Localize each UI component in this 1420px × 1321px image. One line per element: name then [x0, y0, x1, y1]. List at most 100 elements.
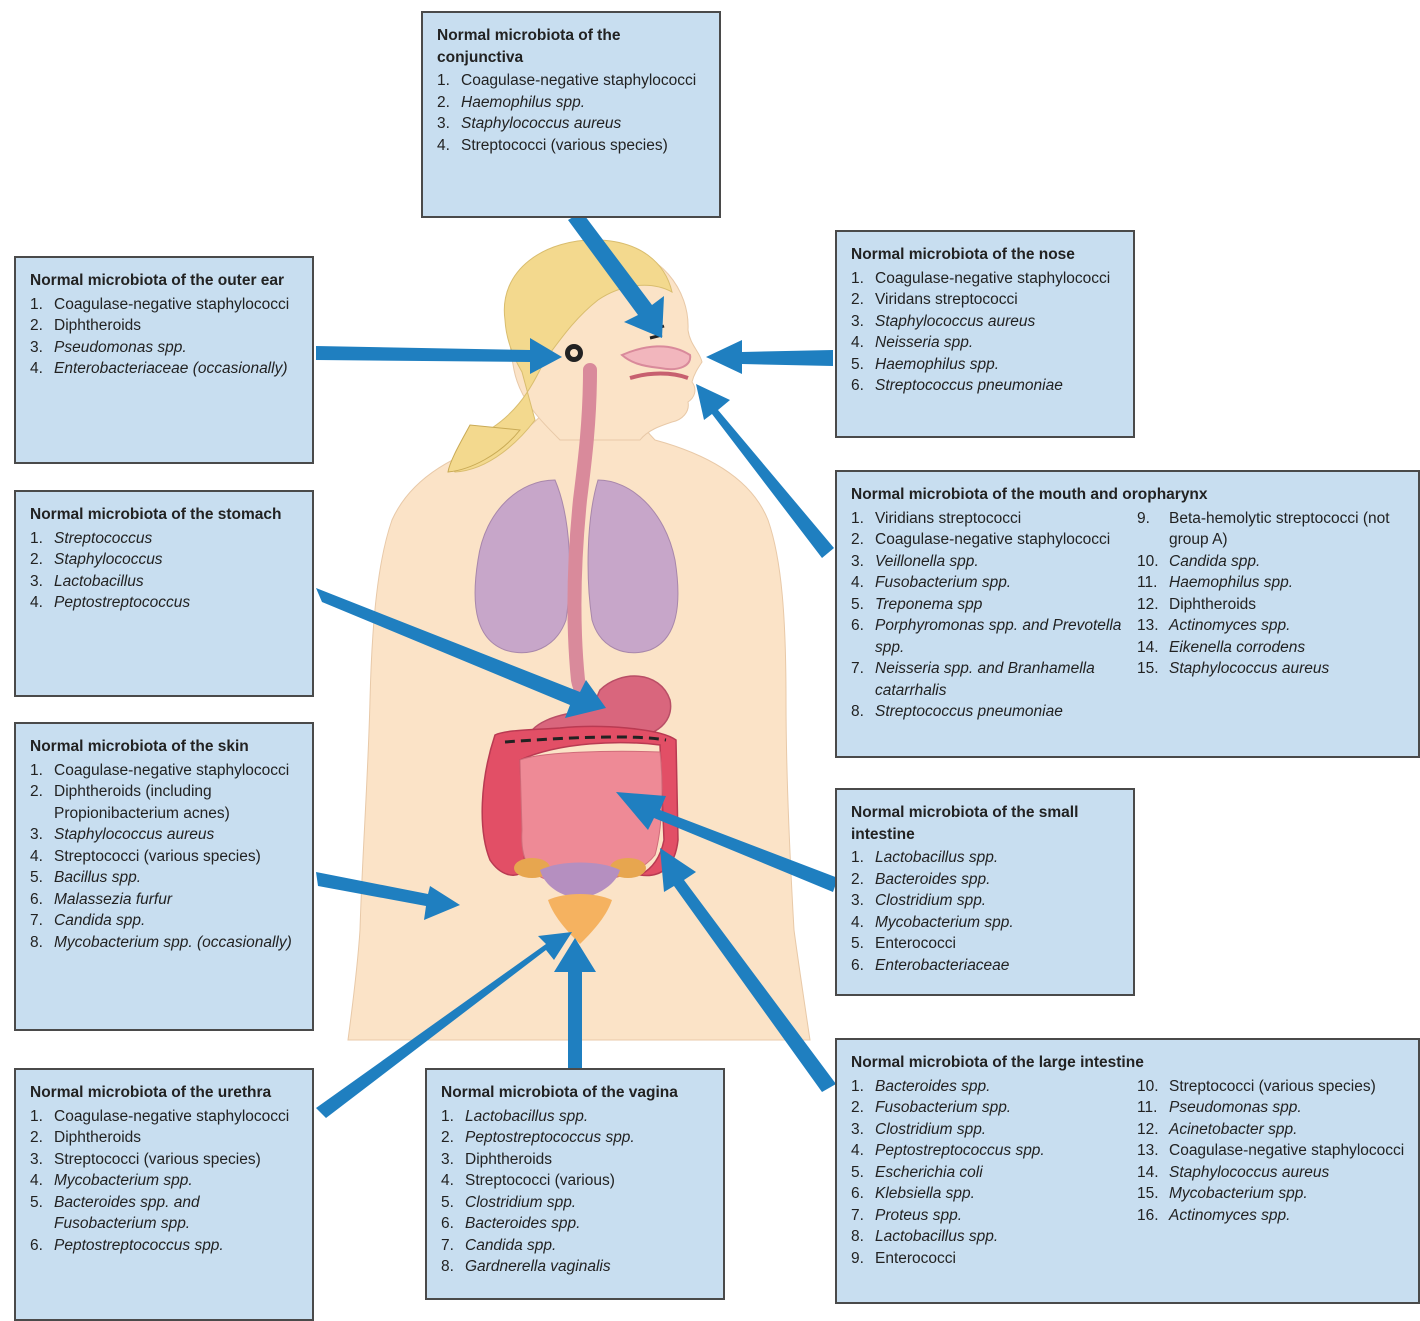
- organism-name: Lactobacillus spp.: [465, 1108, 588, 1125]
- item-number: 16.: [1137, 1205, 1159, 1227]
- organism-name: Diphtheroids: [465, 1151, 552, 1168]
- list-item: 7. Neisseria spp. and Branhamella catarrh…: [851, 658, 1137, 701]
- organism-name: Lactobacillus spp.: [875, 849, 998, 866]
- organism-name: Acinetobacter spp.: [1169, 1121, 1297, 1138]
- item-number: 4.: [30, 592, 43, 614]
- outer-ear-title: Normal microbiota of the outer ear: [30, 270, 300, 292]
- organism-name: Staphylococcus aureus: [1169, 660, 1329, 677]
- organism-name: Porphyromonas spp. and Prevotella spp.: [875, 617, 1121, 656]
- mouth-list-right: 9.Beta-hemolytic streptococci (not group…: [1137, 508, 1406, 723]
- item-number: 3.: [30, 824, 43, 846]
- item-number: 8.: [441, 1256, 454, 1278]
- organism-name: Neisseria spp.: [875, 334, 973, 351]
- list-item: 1.Viridians streptococci: [851, 508, 1137, 530]
- item-number: 1.: [437, 70, 450, 92]
- skin-box: Normal microbiota of the skin 1.Coagulas…: [14, 722, 314, 1031]
- item-number: 2.: [851, 529, 864, 551]
- item-number: 13.: [1137, 615, 1159, 637]
- organism-name: Coagulase-negative staphylococci: [875, 531, 1110, 548]
- organism-name: Candida spp.: [465, 1237, 556, 1254]
- item-number: 1.: [851, 847, 864, 869]
- list-item: 10.Candida spp.: [1137, 551, 1406, 573]
- list-item: 6.Bacteroides spp.: [441, 1213, 711, 1235]
- organism-name: Diphtheroids: [1169, 596, 1256, 613]
- item-number: 3.: [30, 1149, 43, 1171]
- organism-name: Peptostreptococcus: [54, 594, 190, 611]
- list-item: 4.Streptococci (various species): [437, 135, 707, 157]
- list-item: 10.Streptococci (various species): [1137, 1076, 1406, 1098]
- list-item: 2.Diphtheroids: [30, 1127, 300, 1149]
- small-intestine-box: Normal microbiota of the small intestine…: [835, 788, 1135, 996]
- item-number: 6.: [30, 1235, 43, 1257]
- list-item: 2.Fusobacterium spp.: [851, 1097, 1137, 1119]
- list-item: 6.Enterobacteriaceae: [851, 955, 1121, 977]
- organism-name: Treponema spp: [875, 596, 982, 613]
- organism-name: Clostridium spp.: [465, 1194, 576, 1211]
- organism-name: Neisseria spp. and Branhamella catarrhal…: [875, 660, 1095, 699]
- item-number: 5.: [851, 594, 864, 616]
- list-item: 4.Streptococci (various): [441, 1170, 711, 1192]
- mouth-title: Normal microbiota of the mouth and oroph…: [851, 484, 1406, 506]
- list-item: 1.Coagulase-negative staphylococci: [30, 760, 300, 782]
- urethra-box: Normal microbiota of the urethra 1.Coagu…: [14, 1068, 314, 1321]
- list-item: 2.Bacteroides spp.: [851, 869, 1121, 891]
- list-item: 1. Lactobacillus spp.: [851, 847, 1121, 869]
- organism-name: Pseudomonas spp.: [1169, 1099, 1302, 1116]
- list-item: 6.Malassezia furfur: [30, 889, 300, 911]
- organism-name: Streptococci (various): [465, 1172, 615, 1189]
- list-item: 8.Mycobacterium spp. (occasionally): [30, 932, 300, 954]
- item-number: 7.: [851, 658, 864, 680]
- organism-name: Escherichia coli: [875, 1164, 983, 1181]
- item-number: 2.: [851, 289, 864, 311]
- nose-list: 1.Coagulase-negative staphylococci2.Viri…: [851, 268, 1121, 397]
- vagina-box: Normal microbiota of the vagina 1.Lactob…: [425, 1068, 725, 1300]
- item-number: 7.: [441, 1235, 454, 1257]
- list-item: 9.Enterococci: [851, 1248, 1137, 1270]
- organism-name: Candida spp.: [54, 912, 145, 929]
- organism-name: Bacteroides spp.: [465, 1215, 580, 1232]
- list-item: 3.Clostridium spp.: [851, 1119, 1137, 1141]
- list-item: 1.Coagulase-negative staphylococci: [30, 294, 300, 316]
- item-number: 4.: [30, 846, 43, 868]
- organism-name: Beta-hemolytic streptococci (not group A…: [1169, 510, 1390, 549]
- item-number: 6.: [30, 889, 43, 911]
- large-intestine-title: Normal microbiota of the large intestine: [851, 1052, 1406, 1074]
- item-number: 2.: [851, 1097, 864, 1119]
- list-item: 11.Haemophilus spp.: [1137, 572, 1406, 594]
- list-item: 12.Diphtheroids: [1137, 594, 1406, 616]
- list-item: 8.Streptococcus pneumoniae: [851, 701, 1137, 723]
- outer-ear-list: 1.Coagulase-negative staphylococci2.Diph…: [30, 294, 300, 380]
- item-number: 3.: [30, 571, 43, 593]
- stomach-box: Normal microbiota of the stomach 1.Strep…: [14, 490, 314, 697]
- item-number: 6.: [851, 1183, 864, 1205]
- list-item: 3.Staphylococcus aureus: [437, 113, 707, 135]
- organism-name: Viridians streptococci: [875, 510, 1021, 527]
- list-item: 2.Haemophilus spp.: [437, 92, 707, 114]
- organism-name: Fusobacterium spp.: [875, 574, 1011, 591]
- item-number: 3.: [851, 551, 864, 573]
- list-item: 13.Actinomyces spp.: [1137, 615, 1406, 637]
- organism-name: Haemophilus spp.: [875, 356, 999, 373]
- item-number: 8.: [851, 1226, 864, 1248]
- organism-name: Streptococci (various species): [54, 1151, 261, 1168]
- item-number: 1.: [30, 294, 43, 316]
- organism-name: Clostridium spp.: [875, 1121, 986, 1138]
- organism-name: Bacteroides spp. and Fusobacterium spp.: [54, 1194, 200, 1233]
- list-item: 6.Peptostreptococcus spp.: [30, 1235, 300, 1257]
- list-item: 2.Diphtheroids: [30, 315, 300, 337]
- organism-name: Coagulase-negative staphylococci: [54, 1108, 289, 1125]
- list-item: 1.Coagulase-negative staphylococci: [851, 268, 1121, 290]
- list-item: 7.Proteus spp.: [851, 1205, 1137, 1227]
- list-item: 4.Fusobacterium spp.: [851, 572, 1137, 594]
- organism-name: Streptococci (various species): [54, 848, 261, 865]
- nose-title: Normal microbiota of the nose: [851, 244, 1121, 266]
- list-item: 4. Streptococci (various species): [30, 846, 300, 868]
- mouth-box: Normal microbiota of the mouth and oroph…: [835, 470, 1420, 758]
- list-item: 8.Gardnerella vaginalis: [441, 1256, 711, 1278]
- list-item: 2.Diphtheroids (including Propionibacter…: [30, 781, 300, 824]
- list-item: 5. Treponema spp: [851, 594, 1137, 616]
- list-item: 7. Candida spp.: [441, 1235, 711, 1257]
